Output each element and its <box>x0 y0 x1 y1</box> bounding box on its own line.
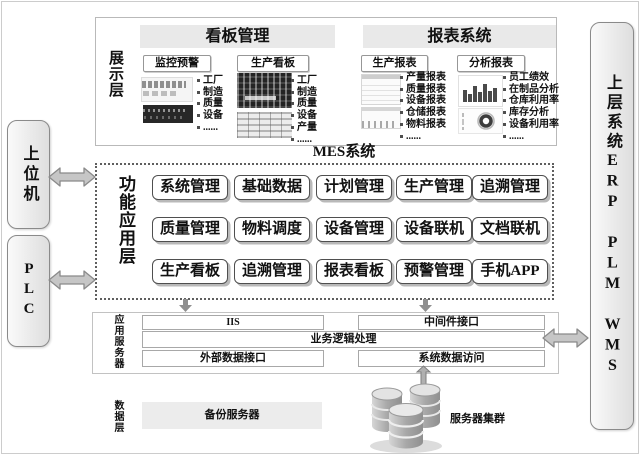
module-production-kanban: 生产看板 <box>152 259 228 284</box>
module-quality-management: 质量管理 <box>152 217 228 242</box>
report-system-header: 报表系统 <box>363 25 556 48</box>
list-item: 制造 <box>197 87 223 99</box>
module-production-management: 生产管理 <box>396 175 472 200</box>
function-layer-label: 功能应用层 <box>116 175 135 265</box>
list-item: ...... <box>197 122 223 134</box>
production-kanban-item-list: 工厂 制造 质量 设备 产量 ...... <box>291 75 317 145</box>
list-item: 质量 <box>291 98 317 110</box>
display-layer-label: 展示层 <box>107 50 123 98</box>
list-item: 产量 <box>291 122 317 134</box>
list-item: 在制品分析 <box>503 84 559 96</box>
external-data-interface-box: 外部数据接口 <box>142 350 324 367</box>
list-item: 产量报表 <box>400 72 446 84</box>
list-item: ...... <box>503 131 559 143</box>
list-item: 物料报表 <box>400 119 446 131</box>
module-equipment-management: 设备管理 <box>316 217 392 242</box>
bar-chart-thumbnail-icon <box>458 75 503 107</box>
list-item: 质量报表 <box>400 84 446 96</box>
plc-label: PLC <box>21 261 37 321</box>
mes-system-label: MES系统 <box>312 144 376 160</box>
plc-mes-double-arrow-icon <box>48 270 96 290</box>
list-item: 员工绩效 <box>503 72 559 84</box>
mes-upper-double-arrow-icon <box>542 328 589 348</box>
module-alert-management: 预警管理 <box>396 259 472 284</box>
analysis-report-item-list: 员工绩效 在制品分析 仓库利用率 库存分析 设备利用率 ...... <box>503 72 559 142</box>
server-cluster-label: 服务器集群 <box>450 413 505 425</box>
iis-box: IIS <box>142 315 324 330</box>
report-screenshot-thumbnail-1 <box>361 74 401 105</box>
module-trace-management-2: 追溯管理 <box>234 259 310 284</box>
production-report-subheader: 生产报表 <box>361 55 428 72</box>
system-data-access-box: 系统数据访问 <box>358 350 545 367</box>
list-item: 仓储报表 <box>400 107 446 119</box>
list-item: 工厂 <box>197 75 223 87</box>
down-arrow-icon <box>179 299 192 312</box>
list-item: 设备报表 <box>400 95 446 107</box>
down-arrow-icon <box>419 299 432 312</box>
list-item: 仓库利用率 <box>503 95 559 107</box>
upper-systems-box: 上层系统ERP PLM WMS <box>590 22 634 430</box>
list-item: 设备 <box>291 110 317 122</box>
backup-server-box: 备份服务器 <box>142 402 322 429</box>
database-cylinders-icon <box>370 383 442 453</box>
donut-chart-thumbnail-icon <box>458 108 503 134</box>
list-item: 设备利用率 <box>503 119 559 131</box>
list-item: 设备 <box>197 110 223 122</box>
report-screenshot-thumbnail-2 <box>361 107 401 129</box>
module-report-kanban: 报表看板 <box>316 259 392 284</box>
app-server-label: 应用服务器 <box>112 314 123 369</box>
data-layer-label: 数据层 <box>112 400 123 433</box>
plc-box: PLC <box>7 235 50 347</box>
list-item: 库存分析 <box>503 107 559 119</box>
host-mes-double-arrow-icon <box>48 167 96 187</box>
list-item: ...... <box>400 131 446 143</box>
list-item: 制造 <box>291 87 317 99</box>
module-material-dispatch: 物料调度 <box>234 217 310 242</box>
host-computer-box: 上位机 <box>7 120 50 229</box>
monitor-alert-item-list: 工厂 制造 质量 设备 ...... <box>197 75 223 134</box>
monitor-screenshot-light-thumbnail <box>141 77 193 102</box>
module-mobile-app: 手机APP <box>472 259 548 284</box>
module-basic-data: 基础数据 <box>234 175 310 200</box>
list-item: 工厂 <box>291 75 317 87</box>
module-system-management: 系统管理 <box>152 175 228 200</box>
monitor-alert-subheader: 监控预警 <box>143 55 211 72</box>
list-item: ...... <box>291 134 317 146</box>
production-kanban-subheader: 生产看板 <box>237 55 309 72</box>
middleware-interface-box: 中间件接口 <box>358 315 545 330</box>
host-computer-label: 上位机 <box>20 144 38 205</box>
kanban-screenshot-dark-thumbnail <box>237 73 292 108</box>
list-item: 质量 <box>197 98 223 110</box>
module-equipment-online: 设备联机 <box>396 217 472 242</box>
production-report-item-list: 产量报表 质量报表 设备报表 仓储报表 物料报表 ...... <box>400 72 446 142</box>
upper-systems-label: 上层系统ERP PLM WMS <box>604 74 621 378</box>
business-logic-box: 业务逻辑处理 <box>142 331 545 348</box>
function-layer-panel <box>95 163 554 300</box>
monitor-screenshot-dark-thumbnail <box>143 105 193 123</box>
kanban-management-header: 看板管理 <box>140 25 335 48</box>
analysis-report-subheader: 分析报表 <box>457 55 525 72</box>
kanban-table-thumbnail <box>237 112 292 138</box>
module-plan-management: 计划管理 <box>316 175 392 200</box>
module-trace-management: 追溯管理 <box>472 175 548 200</box>
module-document-online: 文档联机 <box>472 217 548 242</box>
